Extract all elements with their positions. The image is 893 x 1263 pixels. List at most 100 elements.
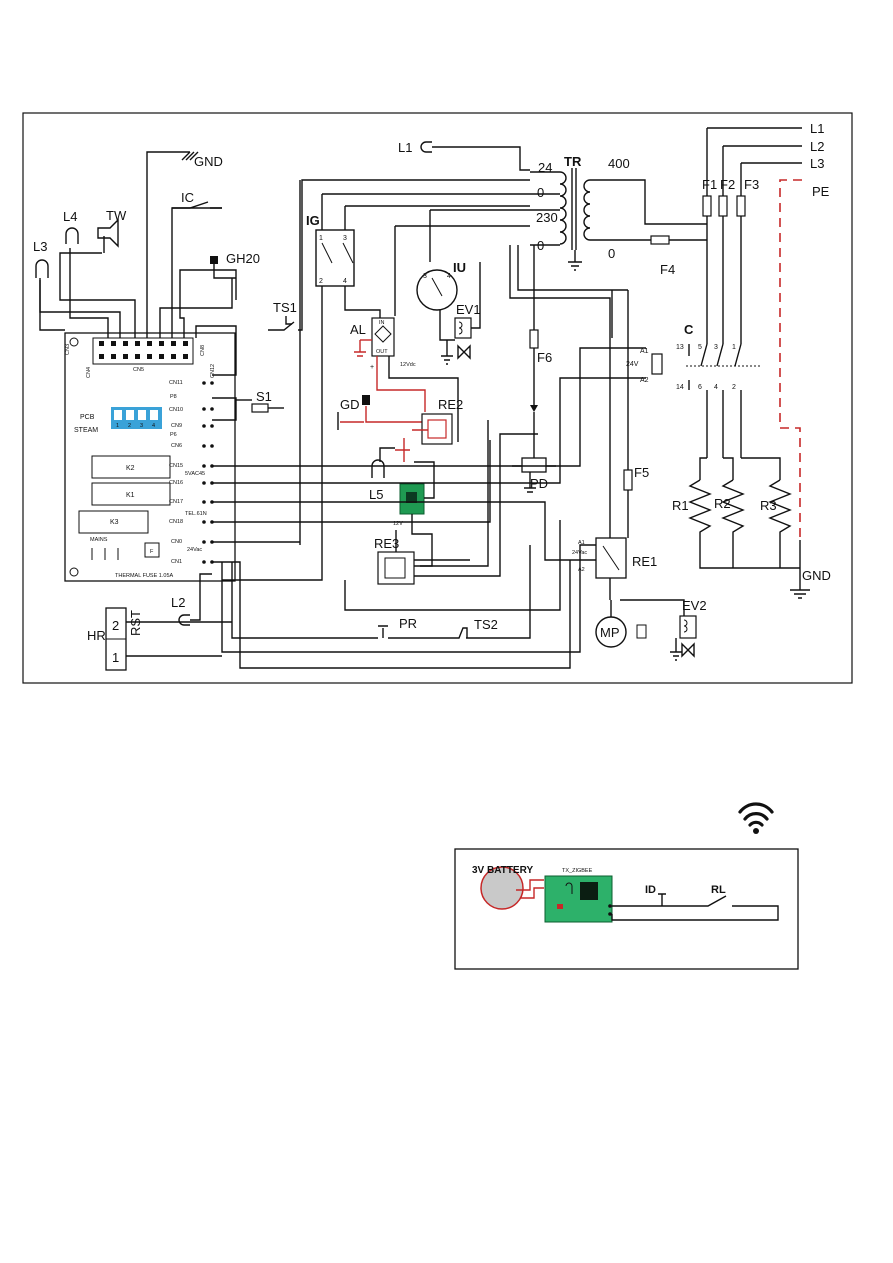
pe-wire: [779, 179, 802, 540]
pcb-mains: MAINS: [90, 537, 108, 543]
rl-switch: RL: [611, 884, 779, 921]
ts2-thermostat: TS2: [455, 617, 498, 639]
tx-zigbee-module: TX_ZIGBEE: [544, 868, 613, 923]
dip-2: 2: [128, 423, 131, 429]
re1-label: RE1: [632, 554, 657, 569]
wifi-icon: [738, 802, 774, 834]
transformer-wires: [222, 171, 707, 581]
pcb-title-1: PCB: [80, 414, 95, 421]
battery-label: 3V BATTERY: [472, 865, 533, 876]
al-in: IN: [379, 320, 385, 326]
pcb-24vac: 24Vac: [187, 547, 202, 553]
pcb-cn3-label: CN3: [65, 344, 71, 355]
contactor-c: C 13 5 3 1 14 6 4 2 A1 24V A2: [626, 322, 760, 391]
main-diagram-frame: [22, 112, 853, 684]
s1-label: S1: [256, 389, 272, 404]
gnd-top-symbol: GND: [181, 151, 223, 169]
pcb-cn5-label: CN5: [133, 367, 144, 373]
tw-label: TW: [106, 208, 127, 223]
c-term-3: 3: [714, 344, 718, 351]
three-phase-wires: [699, 127, 802, 590]
ts1-thermostat: TS1: [268, 179, 530, 331]
ts2-label: TS2: [474, 617, 498, 632]
al-out: OUT: [376, 349, 388, 355]
re3-relay: RE3: [374, 420, 538, 585]
r2-label: R2: [714, 496, 731, 511]
ts1-label: TS1: [273, 300, 297, 315]
f2-label: F2: [720, 177, 735, 192]
relay-k2: K2: [126, 465, 135, 472]
pcb-p8: P8: [170, 394, 177, 400]
ic-switch: IC: [172, 190, 222, 209]
pcb-cn9: CN9: [171, 423, 182, 429]
rl-label: RL: [711, 884, 726, 896]
gh20-label: GH20: [226, 251, 260, 266]
f5-label: F5: [634, 465, 649, 480]
bottom-wires: [212, 290, 646, 669]
l2-lamp: L2: [171, 573, 212, 626]
s1-sensor: S1: [212, 389, 284, 421]
ev2-label: EV2: [682, 598, 707, 613]
dip-3: 3: [140, 423, 143, 429]
fuse-f6: F6: [529, 245, 552, 458]
svg-text:4: 4: [447, 273, 451, 280]
pcb-steam-board: CN5 CN3 CN4 CN8 CN12 1 2 3 4 PCB STEAM K…: [64, 332, 236, 582]
phase-l1-label: L1: [810, 121, 824, 136]
l2-lamp-label: L2: [171, 595, 185, 610]
dip-4: 4: [152, 423, 155, 429]
svg-text:3: 3: [343, 235, 347, 242]
rst-label: RST: [128, 610, 143, 636]
re2-module-12v: 12V: [393, 521, 403, 527]
phase-l3-label: L3: [810, 156, 824, 171]
id-label: ID: [645, 884, 656, 896]
tr-24-label: 24: [538, 160, 552, 175]
l5-label: L5: [369, 487, 383, 502]
svg-text:4: 4: [343, 278, 347, 285]
svg-text:3: 3: [423, 273, 427, 280]
pcb-cn0: CN0: [171, 539, 182, 545]
pcb-cn17: CN17: [169, 499, 183, 505]
zigbee-panel-frame: [454, 848, 799, 970]
f6-label: F6: [537, 350, 552, 365]
pcb-p6: P6: [170, 432, 177, 438]
pcb-cn16: CN16: [169, 480, 183, 486]
pcb-cn11: CN11: [169, 380, 183, 386]
pcb-thermal-fuse: THERMAL FUSE 1.05A: [115, 573, 174, 579]
ig-switch: 1 3 2 4 IG: [306, 213, 355, 287]
svg-text:2: 2: [319, 278, 323, 285]
f1-label: F1: [702, 177, 717, 192]
resistors: R1 R2 R3: [672, 479, 792, 540]
pr-pressure-switch: PR: [378, 616, 417, 638]
c-term-14: 14: [676, 384, 684, 391]
re1-a1: A1: [578, 540, 585, 546]
mp-motor-pump: MP: [595, 599, 685, 648]
tr-0c-label: 0: [608, 246, 615, 261]
r3-label: R3: [760, 498, 777, 513]
svg-text:1: 1: [319, 235, 323, 242]
c-term-1: 1: [732, 344, 736, 351]
l4-lamp: L4: [63, 209, 79, 244]
c-term-6: 6: [698, 384, 702, 391]
pr-label: PR: [399, 616, 417, 631]
re2-relay: RE2: [395, 397, 463, 462]
gh20-sensor: GH20: [210, 251, 260, 279]
relay-k3: K3: [110, 519, 119, 526]
pcb-fuse: F: [150, 549, 154, 555]
module-label: TX_ZIGBEE: [562, 868, 593, 874]
hr-terminal-1: 1: [112, 650, 119, 665]
c-term-5: 5: [698, 344, 702, 351]
ig-label: IG: [306, 213, 320, 228]
mp-label: MP: [600, 625, 620, 640]
al-rectifier: IN OUT 12Vdc AL +: [350, 317, 459, 442]
hr-rst-block: 2 1 HR RST: [87, 607, 232, 671]
phase-l2-label: L2: [810, 139, 824, 154]
relay-k1: K1: [126, 492, 135, 499]
pcb-5vac: 5VAC45: [185, 471, 205, 477]
iu-label: IU: [453, 260, 466, 275]
fuse-f4: F4: [650, 235, 675, 277]
re2-label: RE2: [438, 397, 463, 412]
pcb-cn8-label: CN8: [200, 345, 206, 356]
pcb-cn6: CN6: [171, 443, 182, 449]
al-12vdc: 12Vdc: [400, 362, 416, 368]
